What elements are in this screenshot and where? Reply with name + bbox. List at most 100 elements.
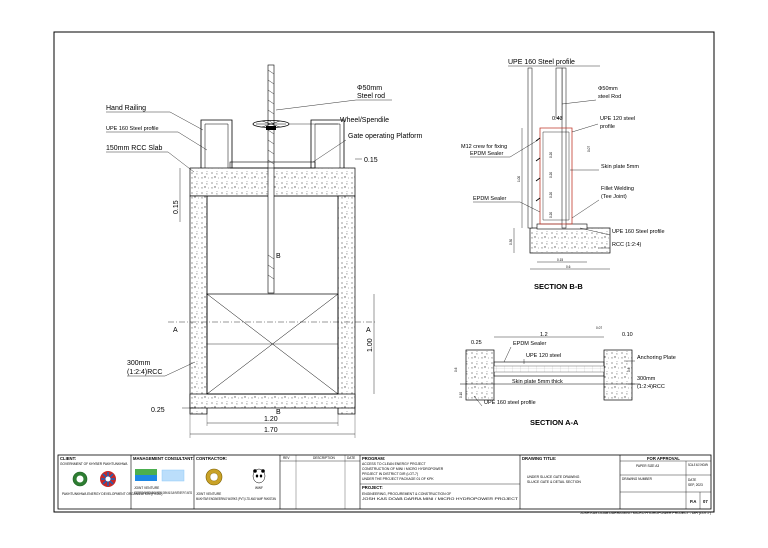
bb-dim-top: 0.43 <box>552 116 563 122</box>
wwf-text: WWF <box>255 486 263 490</box>
bb-label-upe120: UPE 120 steel <box>600 116 635 122</box>
bb-label-rod: steel Rod <box>598 94 621 100</box>
bb-rcc-base <box>529 227 611 254</box>
drawing-line-1: UNDER SLUICE GATE DRAWING <box>527 475 580 479</box>
bb-label-rcc: RCC (1:2:4) <box>612 242 642 248</box>
bb-label-fillet: Fillet Welding <box>601 186 634 192</box>
bb-label-upe160-bot: UPE 160 Steel profile <box>612 229 665 235</box>
aa-dim-height-b: 0.6 <box>627 367 631 372</box>
aa-dim-height-a: 0.6 <box>454 367 458 372</box>
section-a-right: A <box>366 327 371 334</box>
hand-railing-right <box>310 119 345 168</box>
bb-dim-left-total: 1.00 <box>517 176 521 182</box>
program-line-4: UNDER THE PROJECT PACKAGE 01 OF KPK <box>362 477 434 481</box>
aa-label-upe160: UPE 160 steel profile <box>484 400 536 406</box>
left-wall <box>189 195 208 415</box>
sheet-code: P.A <box>690 499 696 504</box>
bb-label-upe120b: profile <box>600 124 615 130</box>
client-org: PAKHTUNKHWA ENERGY DEVELOPMENT ORGANIZAT… <box>62 492 162 496</box>
title-block: CLIENT: GOVERNMENT OF KHYBER PAKHTUNKHWA… <box>57 454 712 510</box>
label-upe160: UPE 160 Steel profile <box>106 126 159 132</box>
drawing-line-2: SLUICE GATE & DETAIL SECTION <box>527 480 581 484</box>
bb-steel-rod <box>555 67 563 119</box>
program-line-1: ACCESS TO CLEAN ENERGY PROJECT <box>362 462 426 466</box>
section-b-top: B <box>276 253 281 260</box>
gate-elevation: A A B B Φ50mm Steel rod Hand Railing Whe… <box>106 64 422 438</box>
drawing-title-heading: DRAWING TITLE: <box>522 456 556 461</box>
mgmt-names: INTEGRATION ENVIRONMENT & ENERGY GMBH AN… <box>134 491 192 495</box>
label-gate-platform: Gate operating Platform <box>348 133 422 140</box>
aa-label-epdm: EPDM Sealer <box>513 341 546 347</box>
aa-label-rcc300b: (1:2:4)RCC <box>637 384 665 390</box>
mgmt-heading: MANAGEMENT CONSULTANT: <box>133 456 194 461</box>
label-hand-railing: Hand Railing <box>106 105 146 112</box>
aa-dim-left: 0.25 <box>471 340 482 346</box>
bb-label-m12b: EPDM Sealer <box>470 151 503 157</box>
project-line-1: ENGINEERING, PROCUREMENT & CONSTRUCTION … <box>362 492 451 496</box>
bb-label-m12: M12 crew for fixing <box>461 144 507 150</box>
client-heading: CLIENT: <box>60 456 76 461</box>
contractor-names: MUKHTAR ENGINEERING WORKS (PVT) LTD AND … <box>196 497 277 501</box>
bb-label-upe160-top: UPE 160 Steel profile <box>508 59 575 66</box>
program-line-3: PROJECT IN DISTRICT DIR (LOT-7) <box>362 472 418 476</box>
pedo-logo <box>72 471 116 487</box>
aa-right-wall <box>603 349 633 401</box>
bb-upe120 <box>539 127 573 225</box>
date-label: DATE <box>688 478 696 482</box>
base-slab <box>189 393 356 409</box>
aa-left-wall <box>465 349 495 401</box>
col-date: DATE <box>347 456 355 460</box>
bb-dim-left-base: 0.30 <box>509 239 513 245</box>
col-desc: DESCRIPTION <box>313 456 335 460</box>
aa-dim-010: 0.10 <box>622 332 633 338</box>
dim-base-left: 0.25 <box>151 407 165 414</box>
label-rcc300b: (1:2:4)RCC <box>127 369 162 376</box>
contractor-heading: CONTRACTOR: <box>196 456 227 461</box>
section-a-left: A <box>173 327 178 334</box>
aa-dim-span: 1.2 <box>540 332 548 338</box>
label-rod-dia: Φ50mm <box>357 85 382 92</box>
approval-status: FOR APPROVAL <box>647 456 680 461</box>
label-rcc300: 300mm <box>127 360 151 367</box>
bb-dim-bottom-small: 0.15 <box>557 258 563 262</box>
aa-label-upe120: UPE 120 steel <box>526 353 561 359</box>
dim-slab-left: 0.15 <box>173 200 180 214</box>
drawing-number-label: DRAWING NUMBER <box>622 477 653 481</box>
aa-dim-007: 0.07 <box>596 326 602 330</box>
footer-project: JOSH KAS DOAB DARRA MINI / MICRO HYDROPO… <box>580 511 711 515</box>
aa-label-anchoring: Anchoring Plate <box>637 355 676 361</box>
section-b-bottom: B <box>276 409 281 416</box>
right-wall <box>337 195 356 415</box>
bb-dim-d5: 0.20 <box>549 212 553 218</box>
aa-title: SECTION A-A <box>530 418 579 427</box>
label-steel-rod: Steel rod <box>357 93 385 100</box>
scale: SCALE AS SHOWN <box>688 463 708 467</box>
label-rcc-slab: 150mm RCC Slab <box>106 145 163 152</box>
dim-height: 1.00 <box>367 338 374 352</box>
dim-outer-width: 1.70 <box>264 427 278 434</box>
col-rev: REV <box>283 456 290 460</box>
program-line-2: CONSTRUCTION OF MINI / MICRO HYDROPOWER <box>362 467 444 471</box>
bb-dim-d4: 0.20 <box>549 192 553 198</box>
bb-label-rod-dia: Φ50mm <box>598 86 618 92</box>
contractor-jv: JOINT VENTURE <box>196 492 221 496</box>
mgmt-jv: JOINT VENTURE <box>134 486 159 490</box>
bb-dim-d2: 0.20 <box>549 152 553 158</box>
date-value: SEP, 2023 <box>688 483 703 487</box>
dim-slab-right: 0.15 <box>364 157 378 164</box>
consultant-logo <box>135 469 185 482</box>
bb-dim-d1: 0.07 <box>587 146 591 152</box>
bb-label-epdm: EPDM Sealer <box>473 196 506 202</box>
aa-label-skin: Skin plate 5mm thick <box>512 379 563 385</box>
steel-rod <box>267 64 275 294</box>
bb-title: SECTION B-B <box>534 282 583 291</box>
bb-label-skin: Skin plate 5mm <box>601 164 639 170</box>
sheet-number: 07 <box>703 499 708 504</box>
client-name: GOVERNMENT OF KHYBER PAKHTUNKHWA <box>60 462 128 466</box>
paper-size: PAPER SIZE A3 <box>636 464 659 468</box>
label-wheel: Wheel/Spendile <box>340 117 389 124</box>
hand-railing-left <box>200 119 233 168</box>
aa-dim-left-010: 0.10 <box>459 392 463 398</box>
